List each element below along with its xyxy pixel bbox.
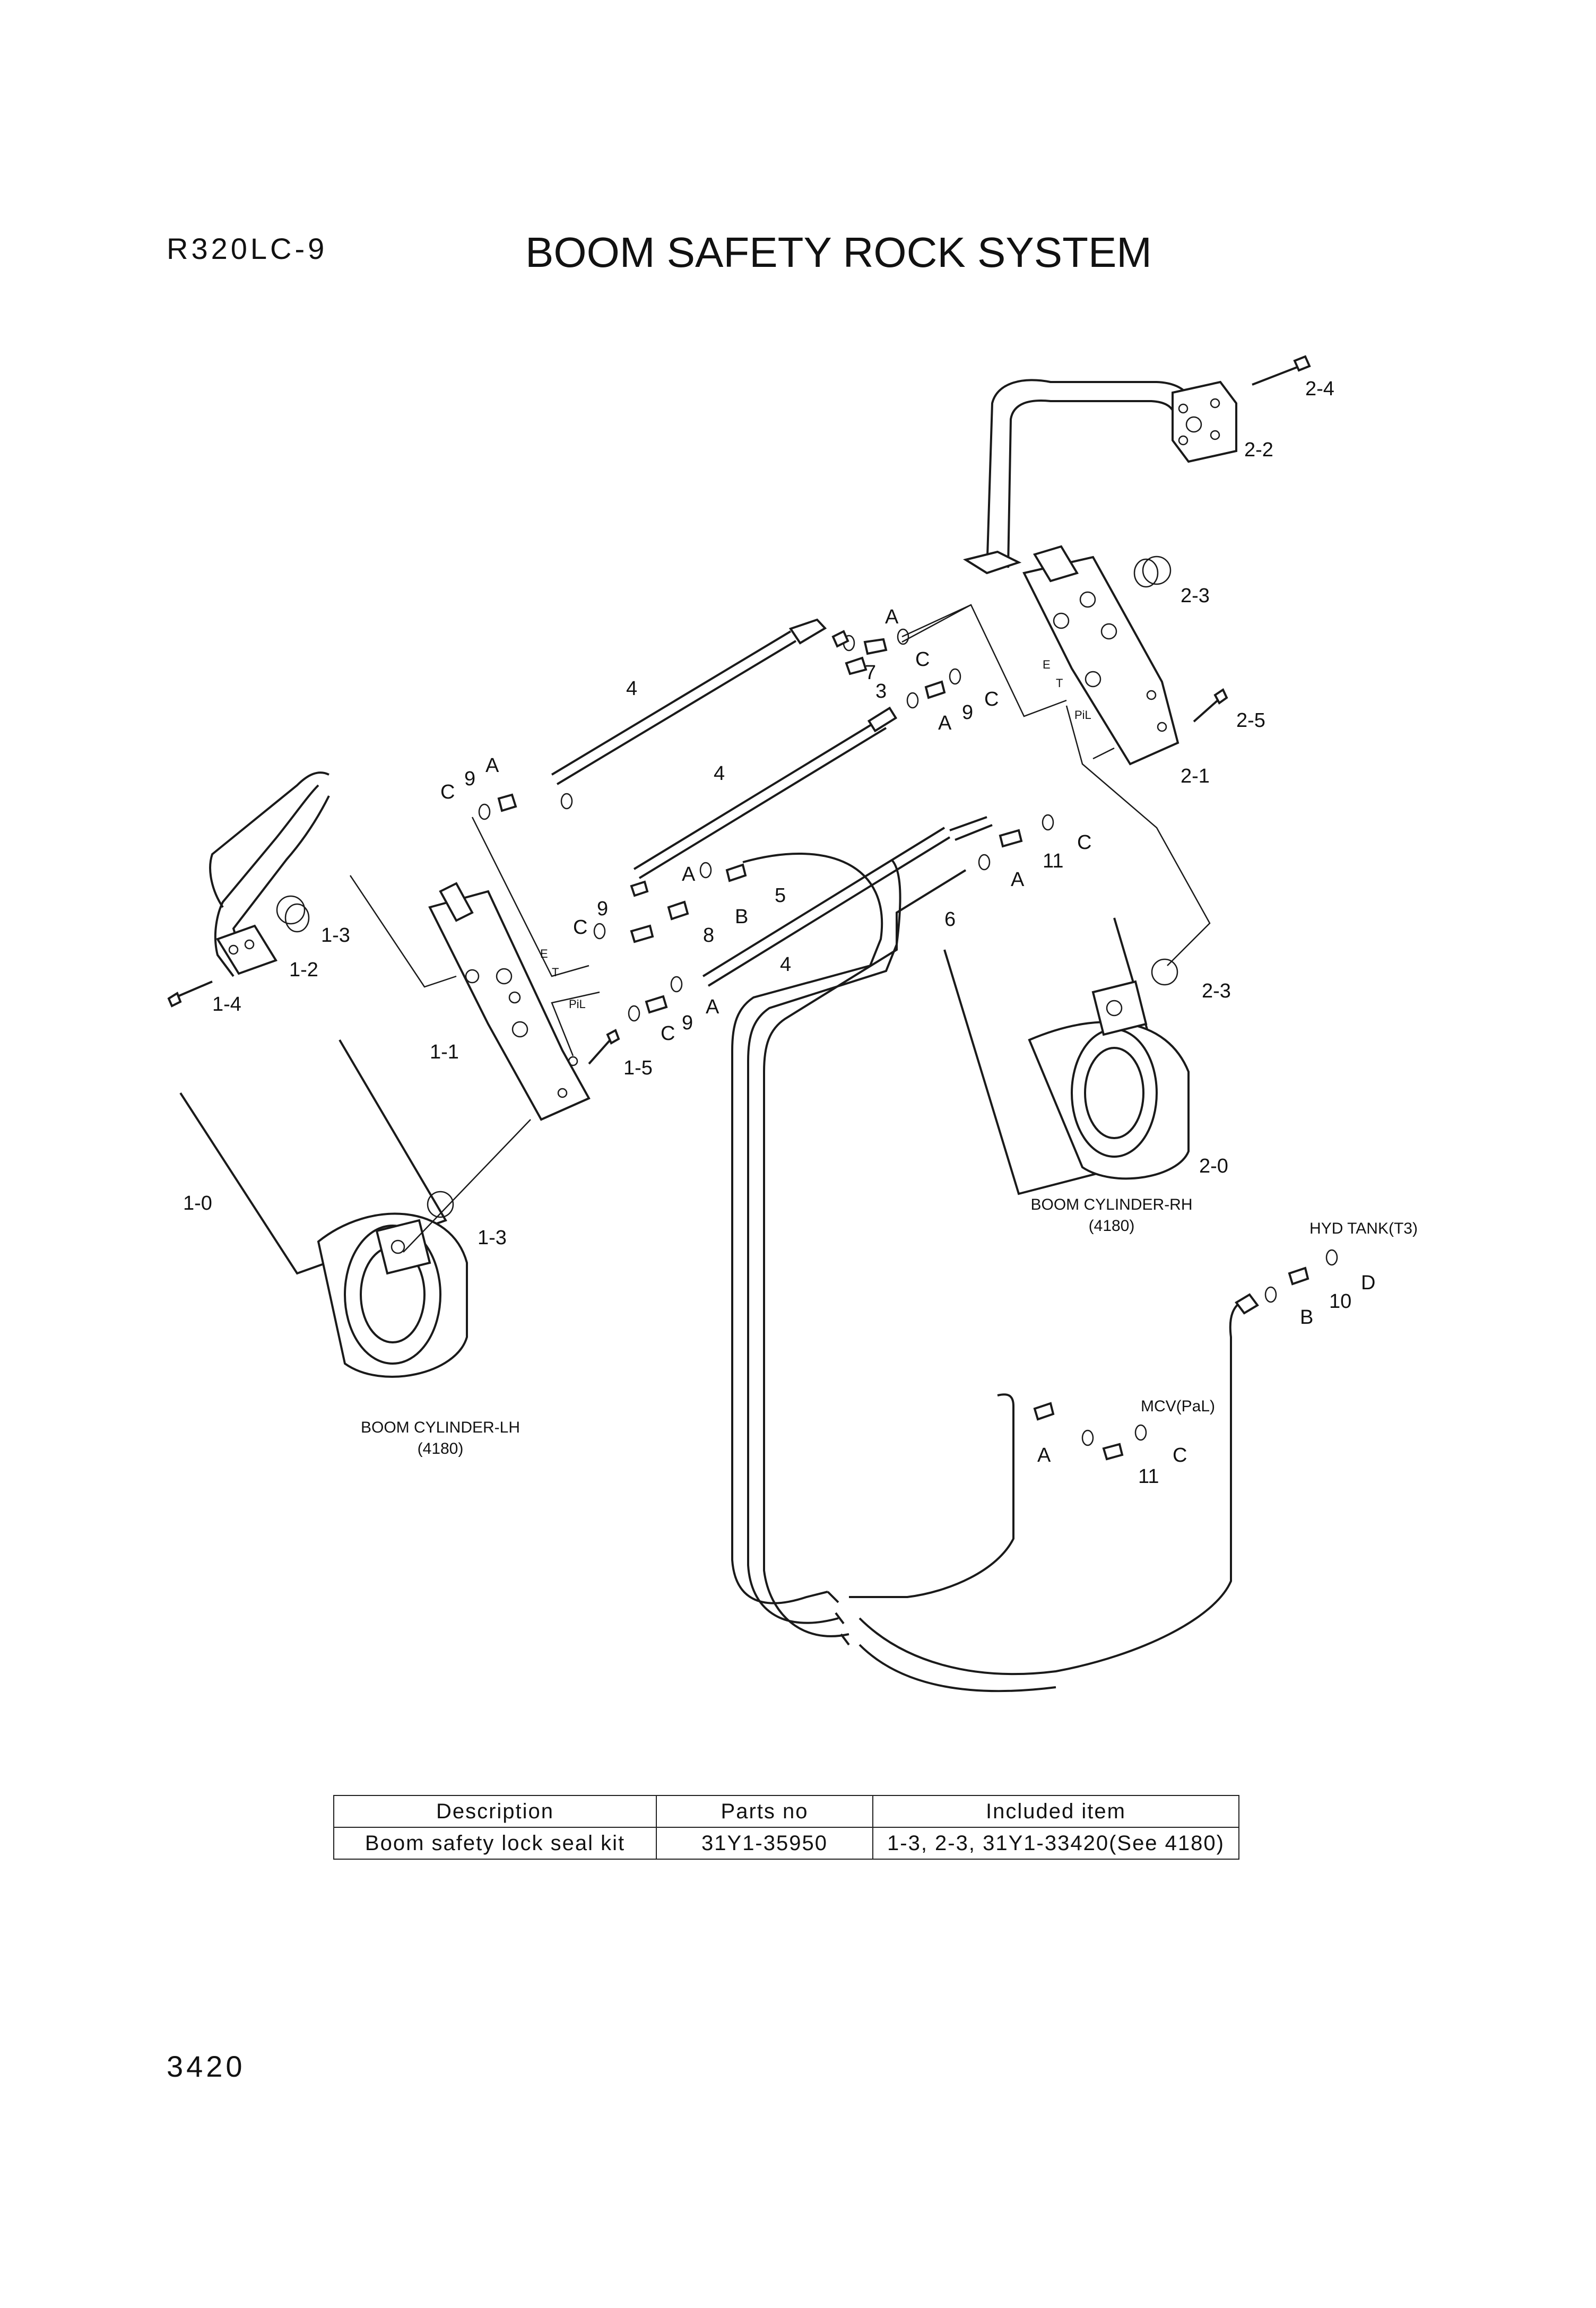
port-t: T xyxy=(1056,676,1063,690)
model-code: R320LC-9 xyxy=(167,232,328,265)
callout-2-2: 2-2 xyxy=(1244,439,1273,461)
port-t: T xyxy=(552,966,559,979)
callout-c: C xyxy=(440,781,455,803)
page-number: 3420 xyxy=(167,2050,246,2083)
callout-2-4: 2-4 xyxy=(1305,378,1334,400)
boom-cylinder-lh xyxy=(179,1039,468,1378)
callout-11: 11 xyxy=(1043,850,1063,872)
callout-b: B xyxy=(1300,1306,1313,1329)
callout-2-5: 2-5 xyxy=(1236,709,1265,732)
callout-2-0: 2-0 xyxy=(1199,1155,1228,1177)
port-e: E xyxy=(540,947,548,960)
callout-4: 4 xyxy=(780,953,791,976)
callout-c: C xyxy=(661,1022,675,1045)
callout-9: 9 xyxy=(464,768,475,790)
callout-1-3: 1-3 xyxy=(478,1227,507,1249)
header-included-item: Included item xyxy=(872,1795,1239,1828)
callout-9: 9 xyxy=(597,898,608,920)
callout-9: 9 xyxy=(682,1012,693,1034)
parts-table-header: Description Parts no Included item xyxy=(333,1795,1239,1828)
parts-table: Description Parts no Included item Boom … xyxy=(333,1795,1239,1860)
label-hyd-tank: HYD TANK(T3) xyxy=(1309,1220,1418,1237)
component-labels: BOOM CYLINDER-RH (4180) BOOM CYLINDER-LH… xyxy=(361,1196,1418,1457)
label-mcv: MCV(PaL) xyxy=(1141,1398,1215,1415)
callout-5: 5 xyxy=(775,884,786,907)
callout-9: 9 xyxy=(962,701,973,724)
callout-8: 8 xyxy=(703,924,714,947)
table-row: Boom safety lock seal kit 31Y1-35950 1-3… xyxy=(333,1827,1239,1860)
hose-bundle xyxy=(731,852,1245,1693)
callout-a: A xyxy=(485,754,499,777)
hose-4-upper xyxy=(551,618,993,987)
cell-description: Boom safety lock seal kit xyxy=(333,1827,657,1860)
callout-6: 6 xyxy=(944,908,956,931)
header-description: Description xyxy=(333,1795,657,1828)
callout-c: C xyxy=(1077,831,1091,854)
callout-10: 10 xyxy=(1329,1290,1351,1313)
callout-1-4: 1-4 xyxy=(212,993,241,1016)
callout-b: B xyxy=(735,906,748,928)
callout-a: A xyxy=(938,712,952,734)
callout-c: C xyxy=(915,648,930,671)
callout-1-2: 1-2 xyxy=(289,959,318,981)
callout-4: 4 xyxy=(714,762,725,785)
callout-a: A xyxy=(706,996,719,1018)
callout-a: A xyxy=(885,606,899,628)
callout-2-1: 2-1 xyxy=(1181,765,1210,787)
callout-1-5: 1-5 xyxy=(623,1057,653,1079)
callout-a: A xyxy=(682,863,696,886)
callout-11: 11 xyxy=(1138,1465,1159,1488)
callout-4: 4 xyxy=(626,678,637,700)
port-pil: PiL xyxy=(569,997,586,1011)
callout-3: 3 xyxy=(875,680,887,702)
label-boom-cylinder-rh: BOOM CYLINDER-RH xyxy=(1030,1196,1192,1213)
port-labels: E T PiL E T PiL xyxy=(540,658,1091,1011)
fittings xyxy=(276,556,1338,1461)
callout-1-3: 1-3 xyxy=(321,924,350,947)
label-boom-cylinder-lh: BOOM CYLINDER-LH xyxy=(361,1419,520,1436)
callout-2-3: 2-3 xyxy=(1181,585,1210,607)
callout-1-1: 1-1 xyxy=(430,1041,459,1063)
label-boom-cylinder-rh-ref: (4180) xyxy=(1089,1217,1135,1235)
callout-c: C xyxy=(984,688,999,710)
callout-c: C xyxy=(1173,1444,1187,1467)
callout-d: D xyxy=(1361,1272,1375,1294)
port-e: E xyxy=(1043,658,1051,671)
port-pil: PiL xyxy=(1074,708,1091,722)
rh-pipe-and-valve xyxy=(962,355,1311,766)
cell-included-item: 1-3, 2-3, 31Y1-33420(See 4180) xyxy=(872,1827,1239,1860)
callout-7: 7 xyxy=(865,662,876,684)
callout-1-0: 1-0 xyxy=(183,1192,212,1214)
label-boom-cylinder-lh-ref: (4180) xyxy=(418,1440,464,1457)
callout-a: A xyxy=(1037,1444,1051,1467)
page-title: BOOM SAFETY ROCK SYSTEM xyxy=(525,229,1152,276)
callout-a: A xyxy=(1011,869,1025,891)
header-parts-no: Parts no xyxy=(656,1795,873,1828)
callout-2-3: 2-3 xyxy=(1202,980,1231,1002)
lh-pipe-and-valve xyxy=(167,771,620,1121)
cell-parts-no: 31Y1-35950 xyxy=(656,1827,873,1860)
boom-cylinder-rh xyxy=(943,917,1190,1195)
callouts: 2-4 2-2 2-3 2-5 2-1 A C 7 3 C 9 A 4 9 A … xyxy=(183,378,1375,1488)
callout-c: C xyxy=(573,916,587,939)
leader-lines xyxy=(349,604,1211,1253)
